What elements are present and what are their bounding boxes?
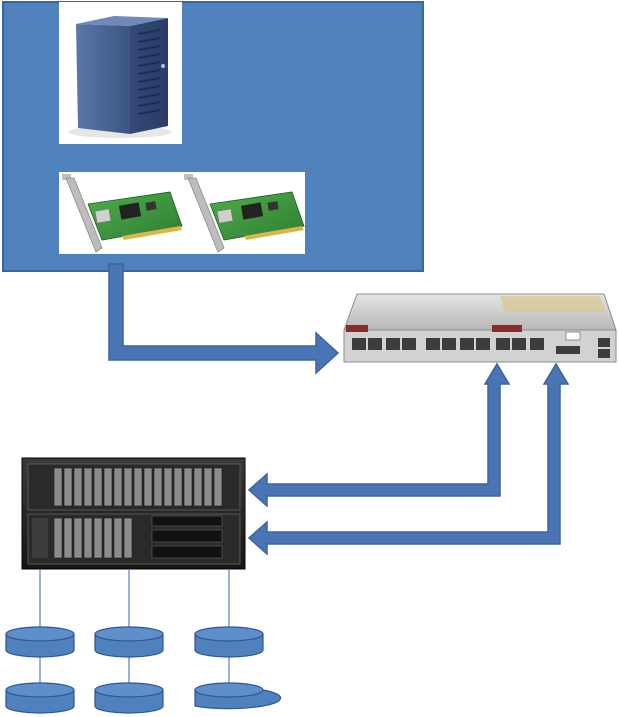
network-switch	[344, 294, 616, 362]
switch-to-storage-arrow-1	[249, 364, 509, 506]
disk-cylinder-icon	[95, 683, 163, 713]
server-image	[59, 2, 182, 144]
disk-group	[6, 627, 281, 713]
network-switch-icon	[344, 294, 616, 362]
tower-server-icon	[76, 16, 168, 134]
nic-image-panel	[59, 172, 305, 254]
disk-cylinder-icon	[6, 627, 74, 657]
disk-cylinder-icon	[195, 627, 263, 657]
storage-array	[22, 458, 245, 569]
disk-cylinder-icon	[6, 683, 74, 713]
switch-to-storage-arrow-2	[249, 364, 568, 554]
disk-cylinder-icon	[95, 627, 163, 657]
rack-storage-array-icon	[22, 458, 245, 569]
host-to-switch-arrow	[109, 264, 338, 373]
disk-cylinder-icon	[195, 683, 281, 709]
